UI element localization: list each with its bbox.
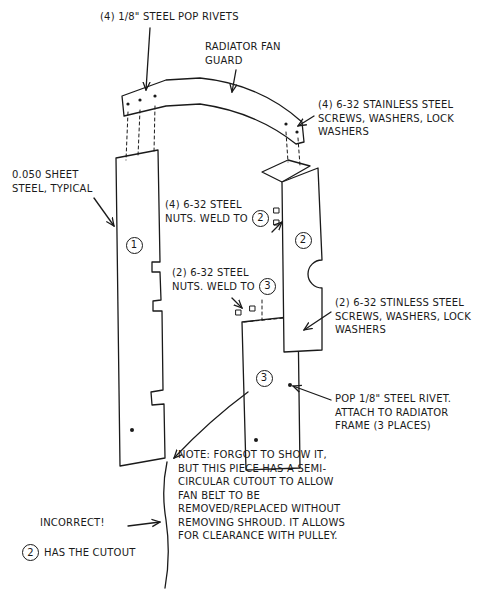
callout-number: 3 (256, 370, 273, 387)
hardware-callout: (2) 6-32 STINLESS STEEL SCREWS, WASHERS,… (335, 296, 495, 337)
leader-line (272, 222, 282, 232)
part-name: RADIATOR FAN GUARD (205, 40, 290, 67)
leader-line (298, 116, 314, 126)
screw-hole (284, 122, 287, 125)
part-callout: (4) 1/8" STEEL POP RIVETS (100, 10, 300, 24)
leader-line (146, 28, 150, 90)
material-callout: 0.050 SHEET STEEL, TYPICAL (12, 168, 94, 195)
assembly-line (286, 132, 288, 162)
assembly-line (154, 106, 155, 152)
leader-line (94, 198, 114, 226)
hardware-callout: (2) 6-32 STEEL NUTS. WELD TO (172, 266, 267, 293)
callout-number: 3 (259, 278, 276, 295)
pop-rivet (254, 438, 258, 442)
leader-line (304, 312, 331, 330)
screw-hole (295, 130, 298, 133)
assembly-line (138, 110, 140, 156)
note-text: NOTE: FORGOT TO SHOW IT, BUT THIS PIECE … (178, 448, 350, 543)
rivet-hole (138, 98, 141, 101)
callout-digit: 2 (27, 548, 33, 558)
correction-text: HAS THE CUTOUT (44, 546, 164, 560)
pop-rivet (130, 428, 134, 432)
assembly-line (244, 318, 284, 322)
hardware-callout: (4) 6-32 STEEL NUTS. WELD TO (165, 198, 260, 225)
pop-rivet (288, 383, 292, 387)
leader-line (293, 386, 331, 400)
callout-digit: 3 (261, 373, 267, 383)
callout-digit: 3 (264, 281, 270, 291)
weld-nut (274, 208, 279, 225)
callout-number: 2 (252, 210, 269, 227)
rivet-hole (153, 94, 156, 97)
side-panel-1 (116, 150, 165, 466)
callout-digit: 2 (257, 213, 263, 223)
side-panel-2 (282, 168, 322, 352)
callout-number: 1 (126, 237, 143, 254)
weld-nut (236, 306, 255, 315)
assembly-line (298, 138, 300, 166)
leader-line (174, 392, 248, 458)
rivet-hole (126, 102, 129, 105)
correction-text: INCORRECT! (40, 516, 130, 530)
assembly-line (126, 112, 128, 160)
leader-line (232, 298, 242, 308)
leader-line (128, 522, 160, 526)
callout-number: 2 (22, 544, 39, 561)
fan-guard (122, 78, 304, 144)
leader-line (232, 70, 236, 92)
hardware-callout: (4) 6-32 STAINLESS STEEL SCREWS, WASHERS… (318, 98, 488, 139)
callout-number: 2 (295, 232, 312, 249)
hardware-callout: POP 1/8" STEEL RIVET. ATTACH TO RADIATOR… (335, 392, 485, 433)
bracket (164, 462, 169, 588)
callout-digit: 1 (131, 240, 137, 250)
callout-digit: 2 (300, 235, 306, 245)
assembly-line (262, 300, 263, 320)
